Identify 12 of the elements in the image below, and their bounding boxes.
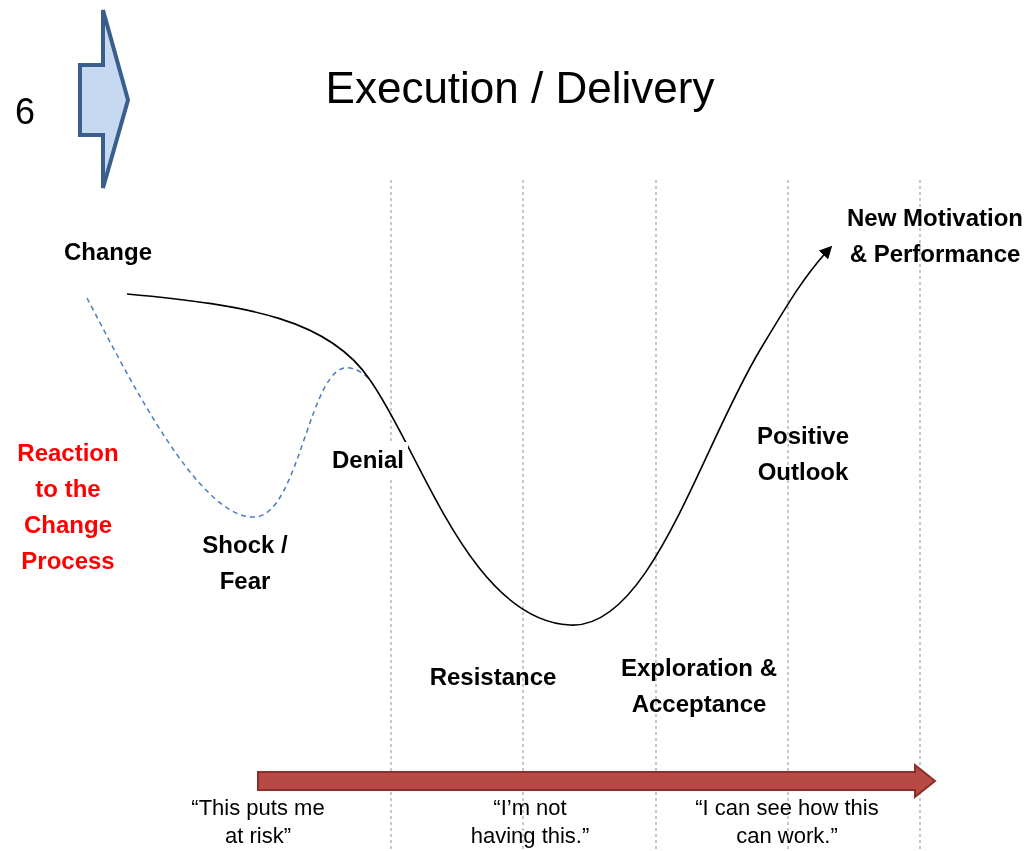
stage-label: New Motivation & Performance bbox=[846, 203, 1024, 269]
stage-label: Shock / Fear bbox=[201, 530, 289, 596]
stage-label: Exploration & Acceptance bbox=[620, 653, 778, 719]
step-number: 6 bbox=[14, 90, 36, 134]
title: Execution / Delivery bbox=[324, 62, 716, 114]
side-label: Reaction to the Change Process bbox=[16, 438, 120, 576]
stage-label: Resistance bbox=[428, 662, 558, 692]
quote-text: “This puts me at risk” bbox=[190, 794, 326, 850]
stage-label: Change bbox=[63, 237, 153, 267]
stage-label: Positive Outlook bbox=[755, 421, 850, 487]
quote-text: “I can see how this can work.” bbox=[694, 794, 880, 850]
quote-text: “I’m not having this.” bbox=[469, 794, 591, 850]
